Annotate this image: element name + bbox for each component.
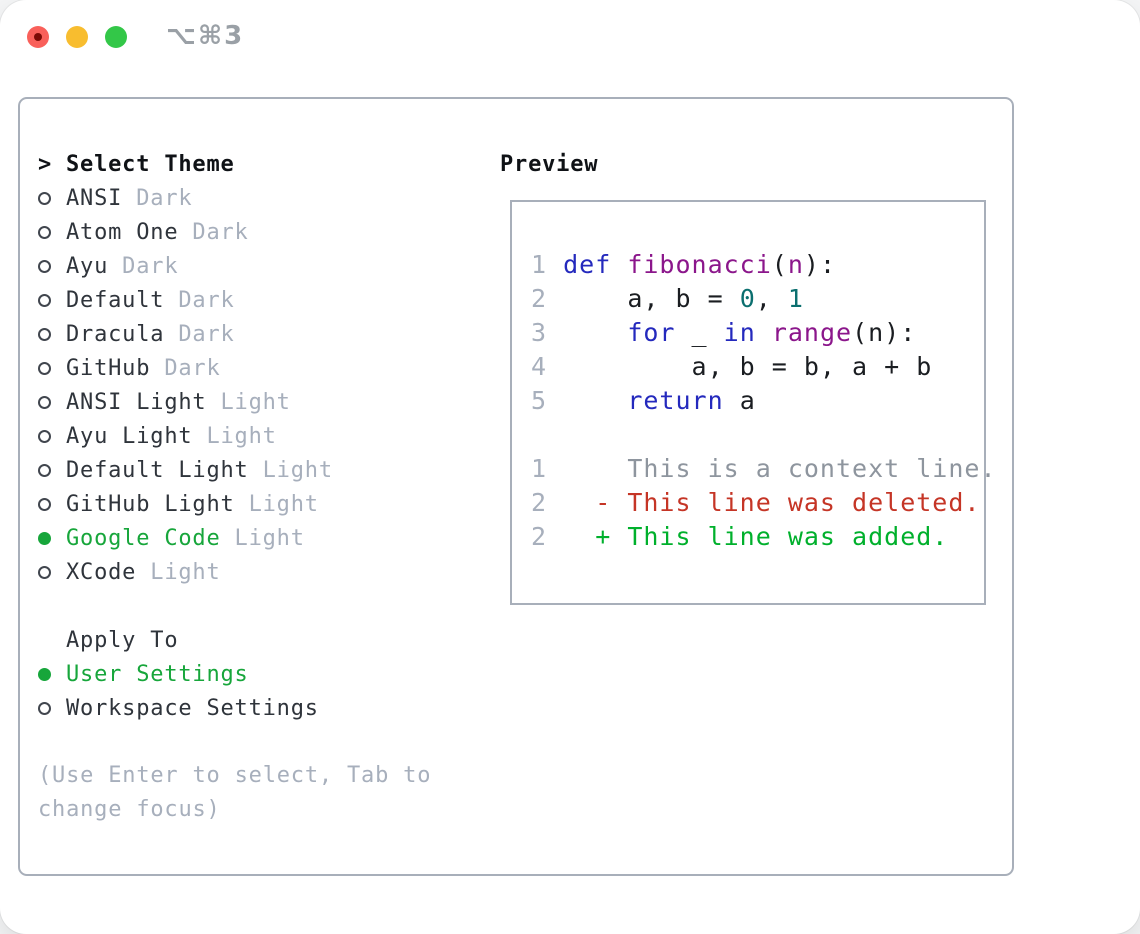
line-number: 1 xyxy=(531,250,564,279)
theme-option-ayu[interactable]: Ayu Dark xyxy=(38,249,488,283)
line-number: 2 xyxy=(531,284,564,313)
theme-option-default[interactable]: Default Dark xyxy=(38,283,488,317)
theme-option-ansi-light[interactable]: ANSI Light Light xyxy=(38,385,488,419)
help-text: (Use Enter to select, Tab to change focu… xyxy=(38,763,432,822)
theme-name: Atom One xyxy=(66,219,179,245)
theme-variant: Dark xyxy=(178,219,249,245)
code-line: 5 return a xyxy=(531,386,756,415)
focus-prompt-icon: > xyxy=(38,151,53,177)
code-line: 1 def fibonacci(n): xyxy=(531,250,837,279)
radio-icon xyxy=(38,667,66,681)
apply-option-user-settings[interactable]: User Settings xyxy=(38,657,488,691)
line-number: 2 xyxy=(531,488,596,517)
radio-icon xyxy=(38,225,66,239)
theme-name: Default xyxy=(66,287,165,313)
line-number: 5 xyxy=(531,386,564,415)
theme-variant: Dark xyxy=(164,287,235,313)
theme-name: Google Code xyxy=(66,525,221,551)
theme-option-default-light[interactable]: Default Light Light xyxy=(38,453,488,487)
radio-icon xyxy=(38,429,66,443)
select-theme-header: > Select Theme xyxy=(38,147,488,181)
theme-option-google-code[interactable]: Google Code Light xyxy=(38,521,488,555)
apply-option-workspace-settings[interactable]: Workspace Settings xyxy=(38,691,488,725)
theme-variant: Light xyxy=(220,525,305,551)
radio-icon xyxy=(38,259,66,273)
theme-variant: Light xyxy=(234,491,319,517)
code-line: 3 for _ in range(n): xyxy=(531,318,917,347)
theme-variant: Light xyxy=(248,457,333,483)
theme-variant: Light xyxy=(136,559,221,585)
theme-variant: Dark xyxy=(108,253,179,279)
apply-option-label: Workspace Settings xyxy=(66,695,319,721)
theme-option-github[interactable]: GitHub Dark xyxy=(38,351,488,385)
theme-option-xcode[interactable]: XCode Light xyxy=(38,555,488,589)
theme-name: Ayu Light xyxy=(66,423,193,449)
code-line: 2 a, b = 0, 1 xyxy=(531,284,804,313)
code-line: 4 a, b = b, a + b xyxy=(531,352,933,381)
traffic-lights xyxy=(27,26,127,48)
radio-icon xyxy=(38,463,66,477)
minimize-button[interactable] xyxy=(66,26,88,48)
apply-to-header: Apply To xyxy=(38,623,488,657)
theme-option-ansi[interactable]: ANSI Dark xyxy=(38,181,488,215)
line-number: 3 xyxy=(531,318,564,347)
theme-variant: Dark xyxy=(164,321,235,347)
preview-pane: 1 def fibonacci(n): 2 a, b = 0, 1 3 for _ … xyxy=(510,200,996,605)
theme-option-dracula[interactable]: Dracula Dark xyxy=(38,317,488,351)
theme-variant: Dark xyxy=(122,185,193,211)
spacer xyxy=(38,589,488,623)
radio-icon xyxy=(38,395,66,409)
theme-option-atom-one[interactable]: Atom One Dark xyxy=(38,215,488,249)
radio-icon xyxy=(38,361,66,375)
theme-name: XCode xyxy=(66,559,137,585)
radio-icon xyxy=(38,497,66,511)
theme-name: ANSI xyxy=(66,185,123,211)
radio-icon xyxy=(38,293,66,307)
radio-icon xyxy=(38,191,66,205)
theme-variant: Dark xyxy=(150,355,221,381)
window-title: ⌥⌘3 xyxy=(166,21,245,51)
theme-name: Default Light xyxy=(66,457,249,483)
theme-name: Dracula xyxy=(66,321,165,347)
apply-to-title: Apply To xyxy=(66,627,179,653)
line-number: 1 xyxy=(531,454,596,483)
diff-line-deleted: 2 - This line was deleted. xyxy=(531,488,981,517)
theme-option-ayu-light[interactable]: Ayu Light Light xyxy=(38,419,488,453)
radio-icon xyxy=(38,531,66,545)
apply-option-label: User Settings xyxy=(66,661,249,687)
radio-icon xyxy=(38,327,66,341)
theme-name: GitHub Light xyxy=(66,491,235,517)
blank-line xyxy=(531,418,997,452)
close-button[interactable] xyxy=(27,26,49,48)
theme-name: Ayu xyxy=(66,253,109,279)
theme-variant: Light xyxy=(206,389,291,415)
line-number: 4 xyxy=(531,352,564,381)
select-theme-title: Select Theme xyxy=(66,151,235,177)
theme-name: GitHub xyxy=(66,355,151,381)
theme-option-github-light[interactable]: GitHub Light Light xyxy=(38,487,488,521)
diff-line-context: 1 This is a context line. xyxy=(531,454,997,483)
zoom-button[interactable] xyxy=(105,26,127,48)
code-preview: 1 def fibonacci(n): 2 a, b = 0, 1 3 for _ … xyxy=(531,248,997,554)
preview-title: Preview xyxy=(500,151,599,177)
radio-icon xyxy=(38,701,66,715)
radio-icon xyxy=(38,565,66,579)
diff-line-added: 2 + This line was added. xyxy=(531,522,949,551)
theme-name: ANSI Light xyxy=(66,389,207,415)
theme-variant: Light xyxy=(192,423,277,449)
line-number: 2 xyxy=(531,522,596,551)
